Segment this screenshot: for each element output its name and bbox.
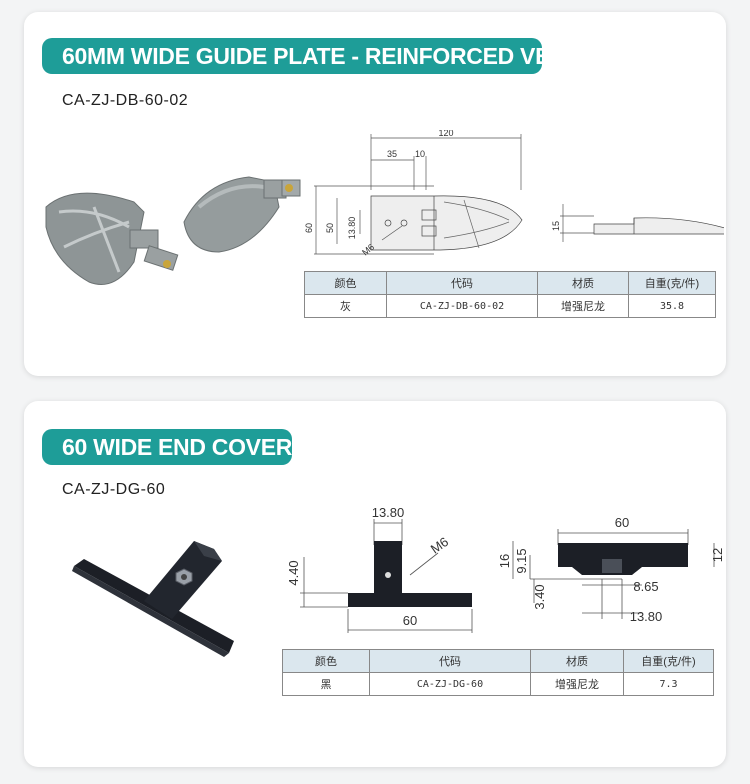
header-color: 颜色 [282, 649, 370, 673]
section-title: 60MM WIDE GUIDE PLATE - REINFORCED VERSI… [42, 38, 622, 74]
cell-weight: 35.8 [628, 294, 716, 318]
technical-drawing: 120 35 10 60 50 13.80 M6 15 [304, 130, 724, 258]
dim-35: 35 [387, 149, 397, 159]
cell-material: 增强尼龙 [537, 294, 629, 318]
header-weight: 自重(克/件) [628, 271, 716, 295]
dim-thread: M6 [428, 534, 451, 557]
cell-code: CA-ZJ-DG-60 [369, 672, 531, 696]
header-code: 代码 [386, 271, 538, 295]
end-cover-image [72, 541, 234, 657]
header-material: 材质 [537, 271, 629, 295]
header-code: 代码 [369, 649, 531, 673]
guide-plate-round-image [183, 176, 301, 253]
product-card-guide-plate: 60MM WIDE GUIDE PLATE - REINFORCED VERSI… [24, 12, 726, 376]
dim-r60: 60 [615, 515, 629, 530]
spec-table: 颜色 代码 材质 自重(克/件) 灰 CA-ZJ-DB-60-02 增强尼龙 3… [304, 271, 716, 318]
dim-13-80: 13.80 [372, 505, 405, 520]
product-photo [45, 176, 301, 285]
header-color: 颜色 [304, 271, 387, 295]
dim-h60: 60 [304, 223, 314, 233]
cell-code: CA-ZJ-DB-60-02 [386, 294, 538, 318]
dim-total: 120 [438, 130, 453, 138]
header-material: 材质 [530, 649, 624, 673]
cell-material: 增强尼龙 [530, 672, 624, 696]
dim-13-80b: 13.80 [630, 609, 663, 624]
product-code: CA-ZJ-DG-60 [62, 481, 166, 498]
spec-table: 颜色 代码 材质 自重(克/件) 黑 CA-ZJ-DG-60 增强尼龙 7.3 [282, 649, 714, 696]
section-title: 60 WIDE END COVER [42, 429, 292, 465]
dim-8-65: 8.65 [633, 579, 658, 594]
dim-h16: 16 [497, 554, 512, 568]
dim-h13-80: 13.80 [347, 217, 357, 240]
cell-weight: 7.3 [623, 672, 714, 696]
header-weight: 自重(克/件) [623, 649, 714, 673]
cell-color: 灰 [304, 294, 387, 318]
dim-h3-40: 3.40 [532, 584, 547, 609]
technical-drawing: 13.80 M6 4.40 60 60 16 9.15 12 3.40 8.65… [286, 505, 722, 633]
product-code: CA-ZJ-DB-60-02 [62, 92, 189, 109]
dim-side15: 15 [551, 221, 561, 231]
cell-color: 黑 [282, 672, 370, 696]
dim-h4-40: 4.40 [286, 560, 301, 585]
dim-h9-15: 9.15 [514, 548, 529, 573]
dim-h12: 12 [710, 548, 722, 562]
product-card-end-cover: 60 WIDE END COVER CA-ZJ-DG-60 [24, 401, 726, 767]
guide-plate-flat-image [45, 192, 179, 285]
dim-h50: 50 [325, 223, 335, 233]
dim-w60: 60 [403, 613, 417, 628]
product-photo [72, 541, 234, 657]
dim-10: 10 [415, 149, 425, 159]
